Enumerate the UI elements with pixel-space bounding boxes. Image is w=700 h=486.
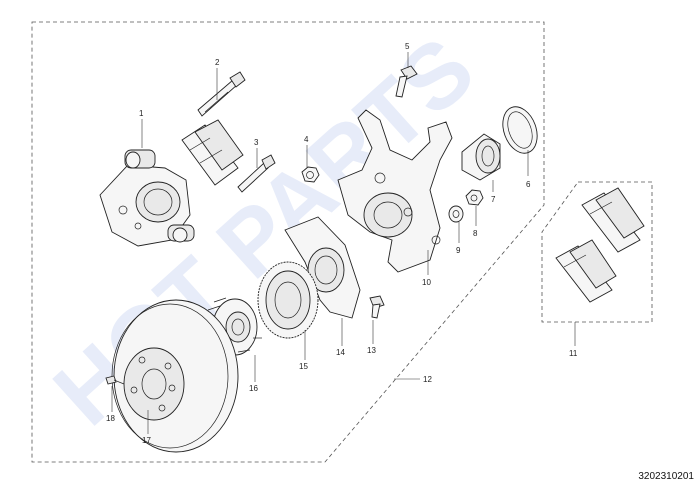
guide-pin-bolt-lower xyxy=(237,154,276,193)
callout-15: 15 xyxy=(299,362,308,371)
snap-ring xyxy=(502,106,538,154)
disc-screw xyxy=(105,375,125,385)
callout-5: 5 xyxy=(405,42,410,51)
brake-disc xyxy=(111,299,239,453)
document-number: 3202310201 xyxy=(638,471,694,482)
callout-labels: 1 2 3 4 5 6 7 8 9 10 11 12 13 14 15 16 1… xyxy=(106,42,578,445)
callout-6: 6 xyxy=(526,180,531,189)
assembly-boundary xyxy=(31,21,545,463)
callout-17: 17 xyxy=(142,436,151,445)
callout-10: 10 xyxy=(422,278,431,287)
washer xyxy=(448,205,464,223)
callout-3: 3 xyxy=(254,138,259,147)
brake-pads-installed xyxy=(181,119,244,186)
callout-4: 4 xyxy=(304,135,309,144)
abs-tone-ring xyxy=(257,261,319,339)
hub-nut xyxy=(301,166,320,183)
callout-18: 18 xyxy=(106,414,115,423)
guide-pin-bolt-upper xyxy=(197,71,246,117)
callout-11: 11 xyxy=(569,349,578,358)
steering-knuckle xyxy=(337,109,453,273)
callout-16: 16 xyxy=(249,384,258,393)
pad-kit-boundary xyxy=(541,181,653,323)
bearing-nut xyxy=(465,189,484,206)
shield-bolt xyxy=(369,295,385,319)
callout-8: 8 xyxy=(473,229,478,238)
knuckle-bolt xyxy=(395,65,418,98)
wheel-bearing xyxy=(461,133,501,181)
brake-caliper xyxy=(99,149,195,247)
brake-pad-kit xyxy=(555,187,645,303)
callout-14: 14 xyxy=(336,348,345,357)
callout-13: 13 xyxy=(367,346,376,355)
callout-1: 1 xyxy=(139,109,144,118)
callout-7: 7 xyxy=(491,195,496,204)
leader-lines xyxy=(111,52,576,434)
dust-shield xyxy=(284,216,361,319)
callout-12: 12 xyxy=(423,375,432,384)
callout-9: 9 xyxy=(456,246,461,255)
callout-2: 2 xyxy=(215,58,220,67)
